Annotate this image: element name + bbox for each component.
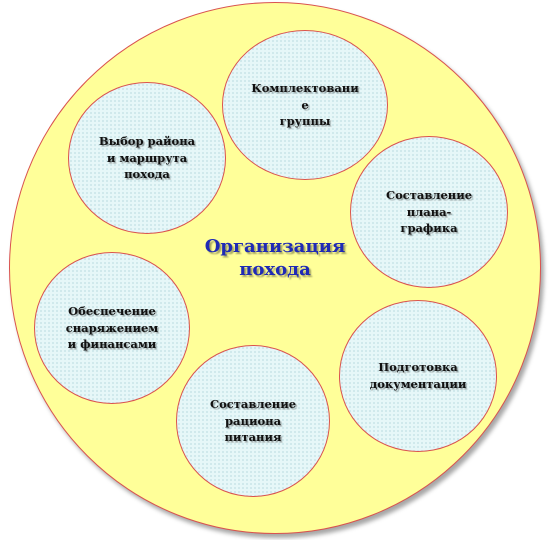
node-equipment-finance: Обеспечение снаряжением и финансами (34, 252, 190, 404)
node-food-ration: Составление рациона питания (176, 345, 330, 497)
node-team-assembly: Комплектовани е группы (222, 30, 388, 180)
node-label: Комплектовани е группы (251, 80, 359, 129)
node-route-selection: Выбор района и маршрута похода (68, 82, 226, 234)
node-label: Подготовка документации (369, 360, 467, 391)
node-label: Составление рациона питания (209, 396, 297, 445)
center-title: Организация похода (204, 236, 346, 280)
node-label: Выбор района и маршрута похода (98, 133, 196, 182)
node-label: Составление плана- графика (385, 187, 473, 236)
node-label: Обеспечение снаряжением и финансами (65, 303, 159, 352)
node-documentation: Подготовка документации (339, 300, 497, 452)
node-schedule-planning: Составление плана- графика (350, 136, 508, 288)
